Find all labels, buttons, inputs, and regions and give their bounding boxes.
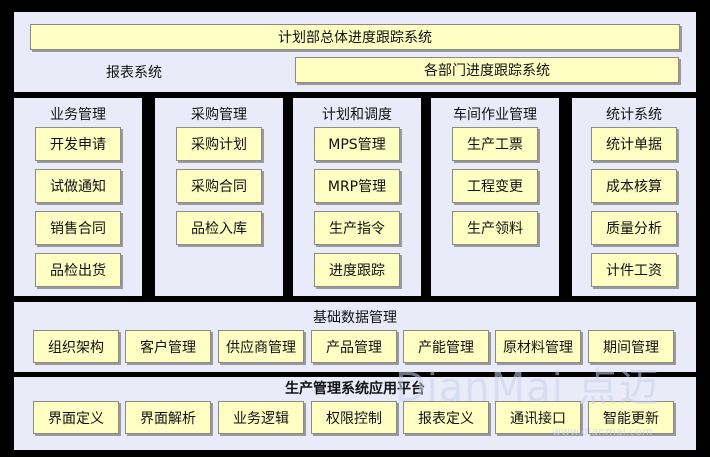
platform-item: 报表定义 [403, 401, 489, 434]
platform-item: 通讯接口 [495, 401, 581, 434]
module-item: 采购计划 [176, 127, 262, 161]
platform-item: 界面解析 [125, 401, 211, 434]
module-item: 计件工资 [591, 253, 677, 287]
dept-progress-tracking-box: 各部门进度跟踪系统 [295, 57, 679, 83]
module-item: 生产领料 [452, 211, 538, 245]
platform-item: 业务逻辑 [218, 401, 304, 434]
report-system-label: 报表系统 [106, 65, 162, 81]
module-title: 采购管理 [191, 107, 247, 123]
module-item: 生产工票 [452, 127, 538, 161]
module-item: 试做通知 [35, 169, 121, 203]
module-title: 统计系统 [606, 107, 662, 123]
module-item: MRP管理 [314, 169, 400, 203]
module-title: 业务管理 [50, 107, 106, 123]
platform-item: 权限控制 [311, 401, 397, 434]
base-data-item: 产能管理 [403, 330, 489, 363]
base-data-item: 原材料管理 [495, 330, 581, 363]
module-item: 统计单据 [591, 127, 677, 161]
module-title: 计划和调度 [322, 107, 392, 123]
platform-item: 界面定义 [33, 401, 119, 434]
module-item: 品检出货 [35, 253, 121, 287]
base-data-item: 产品管理 [311, 330, 397, 363]
module-title: 车间作业管理 [453, 107, 537, 123]
module-item: 成本核算 [591, 169, 677, 203]
module-item: 品检入库 [176, 211, 262, 245]
base-data-item: 组织架构 [33, 330, 119, 363]
base-data-item: 期间管理 [588, 330, 674, 363]
platform-item: 智能更新 [588, 401, 674, 434]
watermark-url: www.dianmai.com [552, 425, 653, 438]
module-item: 进度跟踪 [314, 253, 400, 287]
watermark-logo: DianMai 点迈 [395, 365, 660, 411]
platform-title: 生产管理系统应用平台 [285, 381, 425, 397]
module-item: 生产指令 [314, 211, 400, 245]
module-item: 采购合同 [176, 169, 262, 203]
base-data-item: 客户管理 [125, 330, 211, 363]
module-item: 工程变更 [452, 169, 538, 203]
base-data-item: 供应商管理 [218, 330, 304, 363]
overall-progress-tracking-title: 计划部总体进度跟踪系统 [30, 24, 680, 50]
module-item: 销售合同 [35, 211, 121, 245]
base-data-title: 基础数据管理 [313, 310, 397, 326]
module-item: 质量分析 [591, 211, 677, 245]
module-item: 开发申请 [35, 127, 121, 161]
module-item: MPS管理 [314, 127, 400, 161]
